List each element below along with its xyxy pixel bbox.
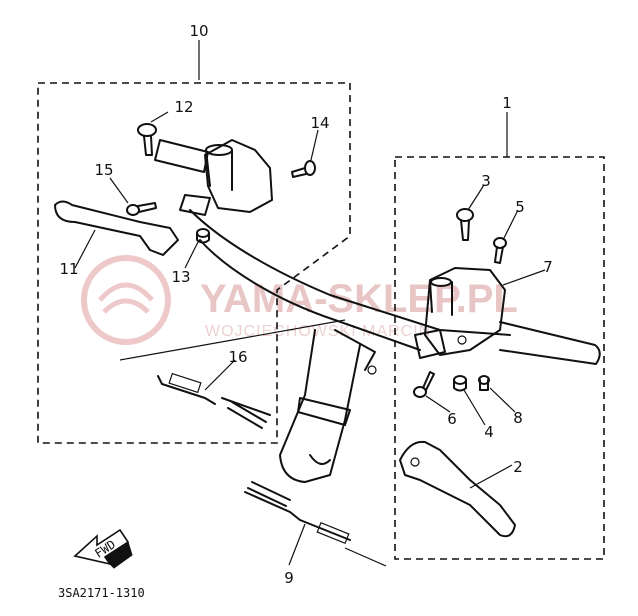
callout-2: 2 — [513, 458, 523, 476]
callout-9: 9 — [284, 569, 294, 587]
bolts — [126, 123, 507, 398]
left-lever-holder — [179, 139, 273, 216]
callouts: 1 2 3 4 5 6 7 8 9 10 11 12 13 14 15 16 — [59, 22, 552, 587]
bolt-3-icon — [456, 208, 474, 241]
right-lever-holder — [414, 267, 506, 359]
callout-4: 4 — [484, 423, 494, 441]
switch-16 — [157, 372, 271, 429]
callout-7: 7 — [543, 258, 553, 276]
leader-lines — [74, 40, 546, 567]
left-lever — [54, 200, 179, 256]
steering-stem — [279, 329, 377, 483]
fwd-arrow-icon: FWD — [73, 528, 133, 569]
switch-9 — [244, 481, 351, 545]
group-box-left — [37, 82, 351, 444]
bolt-6-icon — [413, 371, 435, 398]
bolt-15-icon — [126, 202, 157, 216]
nut-13-icon — [196, 228, 210, 244]
watermark: YAMA-SKLEP.PL WOJCIECHOWSKI MARCIN — [81, 255, 518, 345]
bolt-8-icon — [478, 375, 490, 391]
bolt-5-icon — [493, 237, 507, 264]
callout-1: 1 — [502, 94, 512, 112]
bolt-12-icon — [137, 123, 157, 156]
callout-10: 10 — [189, 22, 208, 40]
watermark-brand: YAMA-SKLEP.PL — [200, 277, 518, 321]
callout-8: 8 — [513, 409, 523, 427]
callout-13: 13 — [171, 268, 190, 286]
callout-16: 16 — [228, 348, 247, 366]
callout-5: 5 — [515, 198, 525, 216]
callout-6: 6 — [447, 410, 457, 428]
watermark-subtitle: WOJCIECHOWSKI MARCIN — [205, 323, 431, 340]
watermark-logo-icon — [81, 255, 171, 345]
callout-11: 11 — [59, 260, 78, 278]
nut-4-icon — [453, 375, 467, 392]
right-lever — [399, 440, 516, 538]
callout-15: 15 — [94, 161, 113, 179]
callout-3: 3 — [481, 172, 491, 190]
handlebar — [154, 139, 601, 365]
group-box-right — [394, 156, 605, 560]
bolt-14-icon — [291, 160, 316, 178]
callout-14: 14 — [310, 114, 329, 132]
callout-12: 12 — [174, 98, 193, 116]
diagram-code: 3SA2171-1310 — [58, 586, 145, 600]
